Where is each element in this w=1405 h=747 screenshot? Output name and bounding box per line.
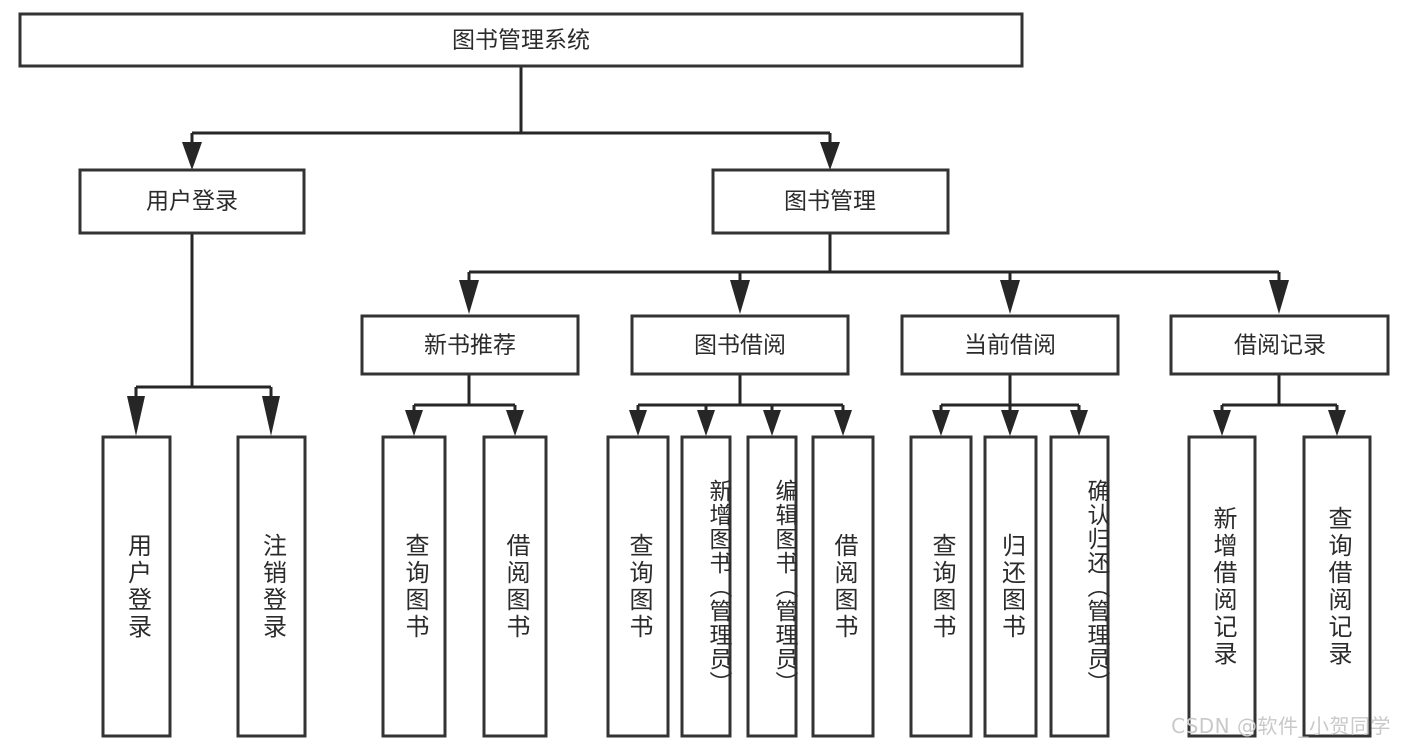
leaf-box-confirm-return[interactable] [1049, 435, 1110, 738]
node-current-borrow-box[interactable] [900, 314, 1120, 376]
arrowhead-userlogin [182, 142, 202, 170]
node-new-book-rec-label: 新书推荐 [424, 333, 516, 359]
connector-group-borrowrecord [1213, 375, 1346, 436]
arrowhead-leaf-add-book [697, 410, 715, 436]
csdn-watermark: CSDN @软件_小贺同学 [1171, 714, 1391, 738]
leaf-box-user-login[interactable] [101, 435, 172, 738]
arrowhead-leaf-borrow-book-2 [834, 410, 852, 436]
arrowhead-leaf-user-login [127, 396, 145, 436]
node-root-box[interactable] [18, 12, 1024, 68]
leaf-box-borrow-book-2[interactable] [811, 435, 875, 738]
node-borrow-record[interactable]: 借阅记录 [1169, 314, 1390, 376]
arrowhead-leaf-return-book [1001, 410, 1019, 436]
node-root[interactable]: 图书管理系统 [18, 12, 1024, 68]
connector-group-userlogin [127, 233, 280, 436]
leaf-box-return-book[interactable] [983, 435, 1038, 738]
arrowhead-leaf-query-record [1328, 410, 1346, 436]
node-user-login[interactable]: 用户登录 [78, 168, 306, 235]
node-user-login-box[interactable] [78, 168, 306, 235]
node-book-manage[interactable]: 图书管理 [711, 168, 950, 235]
arrowhead-leaf-borrow-book-1 [506, 410, 524, 436]
arrowhead-borrow-record [1269, 280, 1289, 314]
node-user-login-label: 用户登录 [146, 189, 238, 215]
node-new-book-rec[interactable]: 新书推荐 [360, 314, 580, 376]
node-borrow-record-label: 借阅记录 [1234, 333, 1326, 359]
connector-group-bookborrow [629, 375, 852, 436]
arrowhead-bookmanage [820, 142, 840, 170]
arrowhead-leaf-add-record [1213, 410, 1231, 436]
node-book-borrow-box[interactable] [630, 314, 850, 376]
connector-group-currentborrow [932, 375, 1088, 436]
arrowhead-leaf-query-book-3 [932, 410, 950, 436]
node-root-label: 图书管理系统 [452, 28, 590, 54]
connector-group-newbookrec [405, 375, 524, 436]
connector-group-root [182, 66, 840, 170]
leaf-box-edit-book[interactable] [746, 435, 798, 738]
connector-group-bookmanage [459, 233, 1289, 314]
node-new-book-rec-box[interactable] [360, 314, 580, 376]
leaf-box-add-record[interactable] [1187, 435, 1257, 738]
arrowhead-new-book-rec [459, 280, 479, 314]
node-book-manage-box[interactable] [711, 168, 950, 235]
arrowhead-book-borrow [730, 280, 750, 314]
arrowhead-leaf-confirm-return [1070, 410, 1088, 436]
leaf-box-query-record[interactable] [1302, 435, 1372, 738]
node-book-manage-label: 图书管理 [784, 189, 876, 215]
leaf-box-borrow-book-1[interactable] [482, 435, 548, 738]
arrowhead-current-borrow [1000, 280, 1020, 314]
node-book-borrow[interactable]: 图书借阅 [630, 314, 850, 376]
leaf-box-add-book[interactable] [680, 435, 732, 738]
node-current-borrow-label: 当前借阅 [964, 333, 1056, 359]
leaf-box-query-book-2[interactable] [606, 435, 670, 738]
leaf-box-logout[interactable] [236, 435, 307, 738]
node-current-borrow[interactable]: 当前借阅 [900, 314, 1120, 376]
arrowhead-leaf-query-book-2 [629, 410, 647, 436]
leaf-box-query-book-3[interactable] [909, 435, 973, 738]
node-borrow-record-box[interactable] [1169, 314, 1390, 376]
node-book-borrow-label: 图书借阅 [694, 333, 786, 359]
leaf-box-query-book-1[interactable] [381, 435, 447, 738]
arrowhead-leaf-query-book-1 [405, 410, 423, 436]
arrowhead-leaf-logout [262, 396, 280, 436]
arrowhead-leaf-edit-book [763, 410, 781, 436]
